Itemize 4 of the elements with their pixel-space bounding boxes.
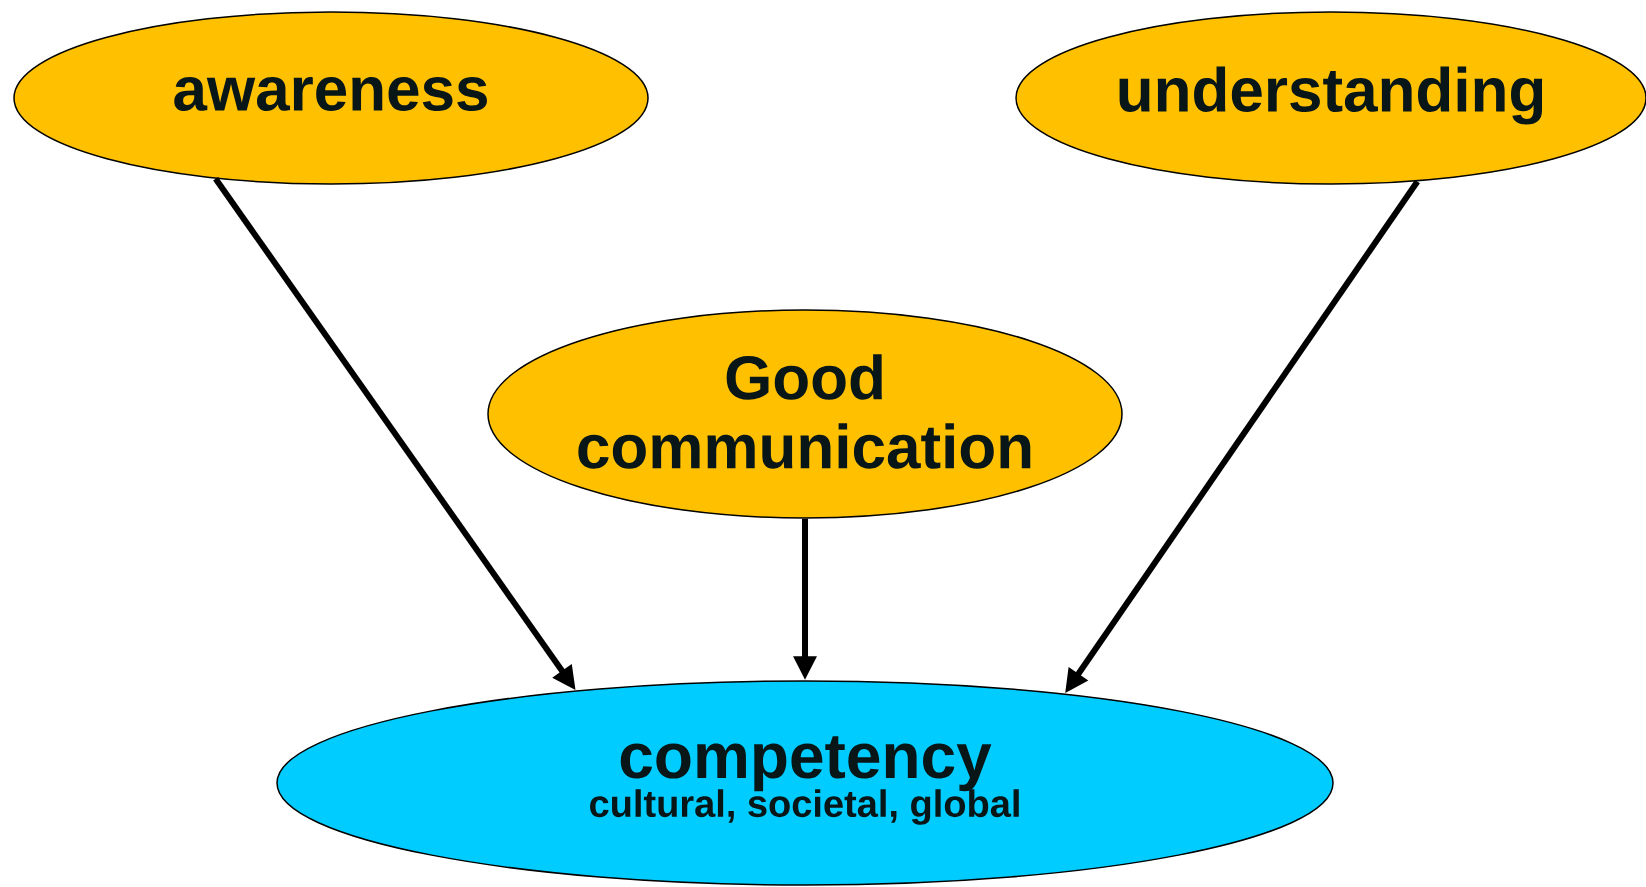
ellipse-node: awareness bbox=[13, 11, 649, 185]
ellipse-node: understanding bbox=[1015, 11, 1646, 185]
ellipse-node: Good communication bbox=[487, 309, 1123, 519]
ellipse-node: competency cultural, societal, global bbox=[276, 680, 1334, 886]
